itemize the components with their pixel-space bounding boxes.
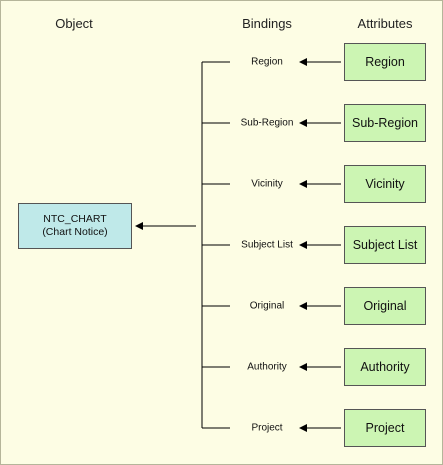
object-box-ntc-chart: NTC_CHART (Chart Notice) xyxy=(18,203,132,249)
binding-label-region: Region xyxy=(251,56,283,68)
binding-label-sub-region: Sub-Region xyxy=(240,117,294,129)
attribute-box-sub-region: Sub-Region xyxy=(344,104,426,142)
attribute-box-project: Project xyxy=(344,409,426,447)
object-name: NTC_CHART xyxy=(43,213,107,225)
binding-label-project: Project xyxy=(251,422,283,434)
attributes-header: Attributes xyxy=(357,16,413,31)
binding-label-subject-list: Subject List xyxy=(241,239,293,251)
attribute-box-subject-list: Subject List xyxy=(344,226,426,264)
attribute-box-authority: Authority xyxy=(344,348,426,386)
bindings-header: Bindings xyxy=(242,16,292,31)
object-description: (Chart Notice) xyxy=(42,226,108,238)
binding-label-authority: Authority xyxy=(247,361,287,373)
binding-label-vicinity: Vicinity xyxy=(251,178,283,190)
attribute-box-region: Region xyxy=(344,43,426,81)
attribute-box-vicinity: Vicinity xyxy=(344,165,426,203)
binding-label-original: Original xyxy=(249,300,285,312)
attribute-box-original: Original xyxy=(344,287,426,325)
object-header: Object xyxy=(55,16,93,31)
